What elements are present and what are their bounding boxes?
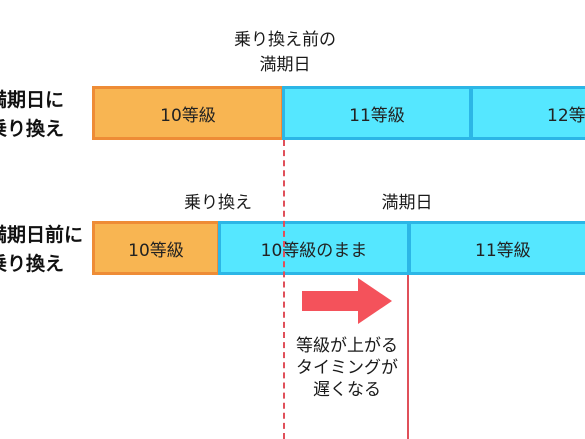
top-row-label: 満期日に 乗り換え — [0, 86, 64, 144]
bottom-bar-grade-10-label: 10等級 — [128, 240, 184, 261]
effect-text-line2: タイミングが — [296, 358, 398, 378]
delay-arrow-icon — [302, 278, 392, 324]
top-bar-grade-10-label: 10等級 — [160, 105, 216, 126]
delay-arrow-shape — [302, 278, 392, 324]
effect-text: 等級が上がる タイミングが 遅くなる — [282, 335, 412, 401]
effect-text-line3: 遅くなる — [313, 380, 381, 400]
actual-maturity-line — [407, 275, 409, 439]
pre-switch-maturity-dashed-line — [283, 140, 285, 439]
top-bar-grade-11-label: 11等級 — [349, 105, 405, 126]
pre-switch-maturity-label-line2: 満期日 — [259, 55, 311, 75]
bottom-bar-grade-10: 10等級 — [92, 221, 220, 275]
switch-label: 乗り換え — [184, 193, 252, 213]
bottom-bar-grade-10-unchanged: 10等級のまま — [218, 221, 410, 275]
maturity-label: 満期日 — [381, 193, 433, 213]
top-bar-grade-12: 12等級 — [470, 86, 585, 140]
top-bar-grade-12-label: 12等級 — [547, 105, 585, 126]
pre-switch-maturity-label: 乗り換え前の 満期日 — [215, 28, 355, 78]
bottom-row-label-line2: 乗り換え — [0, 253, 65, 275]
pre-switch-maturity-label-line1: 乗り換え前の — [234, 30, 336, 50]
bottom-row-label: 満期日前に 乗り換え — [0, 221, 83, 279]
effect-text-line1: 等級が上がる — [296, 336, 398, 356]
top-bar-grade-10: 10等級 — [92, 86, 284, 140]
top-row-label-line2: 乗り換え — [0, 118, 65, 140]
top-row-label-line1: 満期日に — [0, 89, 65, 111]
bottom-bar-grade-10-unchanged-label: 10等級のまま — [260, 240, 368, 261]
bottom-row-label-line1: 満期日前に — [0, 224, 84, 246]
top-bar-grade-11: 11等級 — [282, 86, 472, 140]
bottom-bar-grade-11-label: 11等級 — [475, 240, 531, 261]
bottom-bar-grade-11: 11等級 — [408, 221, 585, 275]
